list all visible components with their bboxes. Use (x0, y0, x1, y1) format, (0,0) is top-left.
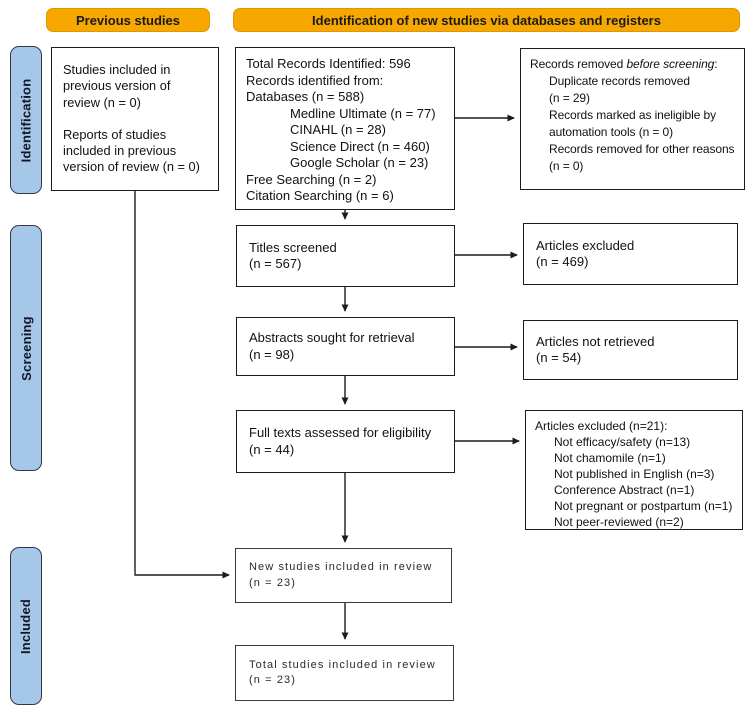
phase-label-included: Included (10, 547, 42, 705)
header-identification-label: Identification of new studies via databa… (312, 12, 661, 28)
records-removed-item: automation tools (n = 0) (549, 125, 674, 140)
box-articles-excluded-titles: Articles excluded (n = 469) (523, 223, 738, 285)
records-identified-database-line: Medline Ultimate (n = 77) (290, 105, 436, 121)
paragraph-gap (63, 111, 212, 127)
articles-excluded-fulltext-title: Articles excluded (n=21): (535, 419, 668, 433)
records-identified-database-line: Google Scholar (n = 23) (290, 155, 429, 170)
total-studies-label: Total studies included in review (249, 658, 436, 671)
box-total-studies-included: Total studies included in review (n = 23… (235, 645, 454, 701)
records-identified-line: Records identified from: (246, 72, 384, 88)
articles-not-retrieved-label: Articles not retrieved (536, 333, 655, 349)
records-identified-line: Total Records Identified: 596 (246, 56, 411, 71)
records-removed-title-prefix: Records removed (530, 57, 627, 71)
records-identified-database-line: Science Direct (n = 460) (290, 138, 430, 154)
previous-studies-line: version of review (n = 0) (63, 159, 200, 175)
phase-label-screening: Screening (10, 225, 42, 471)
abstracts-sought-label: Abstracts sought for retrieval (249, 330, 415, 345)
articles-not-retrieved-count: (n = 54) (536, 350, 582, 365)
box-records-identified: Total Records Identified: 596 Records id… (235, 47, 455, 210)
box-titles-screened: Titles screened (n = 567) (236, 225, 455, 287)
titles-screened-count: (n = 567) (249, 256, 302, 271)
phase-label-screening-text: Screening (18, 315, 34, 381)
total-studies-count: (n = 23) (249, 674, 297, 686)
records-identified-line: Citation Searching (n = 6) (246, 188, 394, 203)
previous-studies-line: Studies included in (63, 62, 171, 77)
new-studies-label: New studies included in review (249, 561, 433, 574)
new-studies-count: (n = 23) (249, 576, 297, 589)
box-new-studies-included: New studies included in review (n = 23) (235, 548, 452, 603)
phase-label-identification-text: Identification (18, 78, 34, 162)
records-identified-line: Databases (n = 588) (246, 89, 365, 104)
records-removed-item: (n = 0) (549, 159, 584, 174)
exclusion-reason: Not pregnant or postpartum (n=1) (554, 498, 733, 513)
records-identified-database-line: CINAHL (n = 28) (290, 122, 386, 137)
exclusion-reason: Not peer-reviewed (n=2) (554, 514, 684, 529)
exclusion-reason: Conference Abstract (n=1) (554, 482, 695, 497)
records-removed-title-suffix: : (714, 57, 718, 71)
box-articles-excluded-fulltext: Articles excluded (n=21): Not efficacy/s… (525, 410, 743, 530)
records-removed-item: Duplicate records removed (549, 74, 690, 89)
articles-excluded-label: Articles excluded (536, 237, 635, 253)
header-previous-studies-label: Previous studies (75, 12, 181, 28)
records-identified-line: Free Searching (n = 2) (246, 171, 377, 187)
header-previous-studies: Previous studies (46, 8, 210, 32)
records-removed-item: Records marked as ineligible by (549, 108, 716, 123)
titles-screened-label: Titles screened (249, 239, 337, 255)
previous-studies-line: Reports of studies (63, 126, 167, 142)
records-removed-item: Records removed for other reasons (549, 142, 735, 157)
box-articles-not-retrieved: Articles not retrieved (n = 54) (523, 320, 738, 380)
previous-studies-line: included in previous (63, 143, 177, 158)
exclusion-reason: Not efficacy/safety (n=13) (554, 434, 691, 449)
box-previous-studies: Studies included in previous version of … (51, 47, 219, 191)
phase-label-included-text: Included (18, 598, 34, 654)
box-abstracts-sought: Abstracts sought for retrieval (n = 98) (236, 317, 455, 376)
records-removed-title-italic: before screening (626, 57, 715, 71)
box-records-removed: Records removed before screening: Duplic… (520, 48, 745, 190)
records-removed-item: (n = 29) (549, 91, 590, 106)
exclusion-reason: Not published in English (n=3) (554, 466, 715, 481)
previous-studies-line: previous version of (63, 78, 171, 94)
previous-studies-line: review (n = 0) (63, 94, 141, 110)
exclusion-reason: Not chamomile (n=1) (554, 450, 666, 465)
full-texts-label: Full texts assessed for eligibility (249, 425, 432, 440)
articles-excluded-count: (n = 469) (536, 254, 589, 269)
records-removed-title: Records removed before screening: (530, 56, 738, 73)
full-texts-count: (n = 44) (249, 441, 295, 457)
header-identification-new-studies: Identification of new studies via databa… (233, 8, 740, 32)
box-full-texts-assessed: Full texts assessed for eligibility (n =… (236, 410, 455, 473)
abstracts-sought-count: (n = 98) (249, 346, 295, 362)
phase-label-identification: Identification (10, 46, 42, 194)
